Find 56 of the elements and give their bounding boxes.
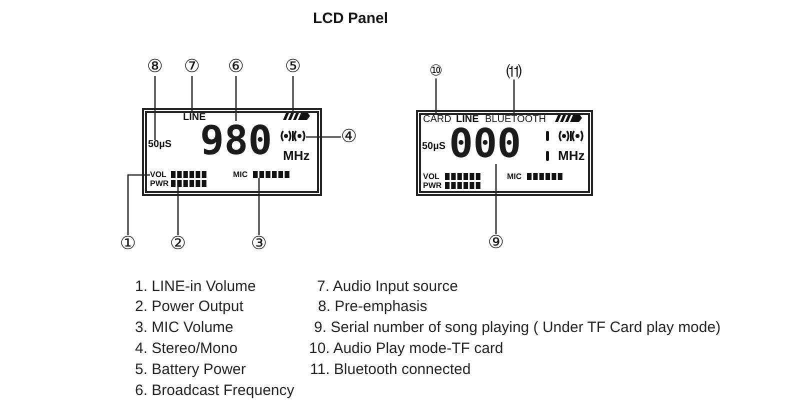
- leader-line: [154, 76, 156, 140]
- meter-label: VOL: [150, 171, 166, 179]
- meter-label: MIC: [233, 171, 248, 179]
- meter-label: PWR: [150, 180, 169, 188]
- unit-label: MHz: [558, 149, 585, 162]
- indicator-label: CARD: [423, 115, 452, 125]
- list-item: 7. Audio Input source: [317, 278, 458, 296]
- leader-line: [306, 136, 341, 138]
- list-item: 3. MIC Volume: [135, 319, 234, 337]
- leader-line: [235, 76, 237, 121]
- leader-line: [191, 76, 193, 113]
- indicator-label: BLUETOOTH: [485, 115, 546, 125]
- lcd-panel: [416, 110, 593, 196]
- list-item: 1. LINE-in Volume: [135, 278, 256, 296]
- meter-label: PWR: [423, 182, 442, 190]
- indicator-label: 50µS: [148, 140, 172, 150]
- list-item: 5. Battery Power: [135, 361, 246, 379]
- level-meter-icon: [171, 180, 208, 187]
- leader-line: [177, 187, 179, 235]
- leader-line: [292, 76, 294, 113]
- title: LCD Panel: [313, 11, 388, 26]
- list-item: 6. Broadcast Frequency: [135, 382, 294, 400]
- callout-number: ⑨: [488, 234, 504, 252]
- leader-line: [435, 78, 437, 115]
- callout-number: ⑥: [228, 58, 244, 76]
- indicator-label: 50µS: [422, 142, 446, 152]
- unit-label: MHz: [283, 149, 310, 162]
- callout-number: ⑦: [184, 58, 200, 76]
- list-item: 4. Stereo/Mono: [135, 340, 238, 358]
- leader-line: [127, 174, 150, 235]
- callout-number: ④: [340, 128, 358, 146]
- callout-number: ①: [120, 235, 136, 253]
- lcd-panel: [142, 108, 322, 196]
- level-meter-icon: [253, 171, 291, 178]
- indicator-label: LINE: [183, 113, 206, 123]
- battery-icon: [283, 113, 310, 120]
- list-item: 10. Audio Play mode-TF card: [309, 340, 504, 358]
- indicator-label: LINE: [456, 115, 479, 125]
- callout-number: ③: [250, 235, 268, 253]
- meter-label: VOL: [423, 173, 440, 181]
- callout-number: ⑩: [429, 64, 443, 78]
- leader-line: [495, 164, 497, 234]
- meter-label: MIC: [507, 173, 522, 181]
- callout-number: ⑾: [506, 64, 522, 80]
- callout-number: ⑤: [284, 58, 302, 76]
- digit-display: 980: [200, 121, 272, 161]
- list-item: 8. Pre-emphasis: [318, 298, 428, 316]
- list-item: 9. Serial number of song playing ( Under TF Card play mode): [314, 319, 721, 337]
- list-item: 11. Bluetooth connected: [310, 361, 471, 379]
- callout-number: ⑧: [146, 58, 164, 76]
- leader-line: [513, 80, 515, 115]
- digit-display: 000: [449, 124, 522, 164]
- sound-wave-icon: [280, 130, 306, 142]
- list-item: 2. Power Output: [135, 298, 244, 316]
- leader-line: [258, 178, 260, 235]
- callout-number: ②: [170, 235, 186, 253]
